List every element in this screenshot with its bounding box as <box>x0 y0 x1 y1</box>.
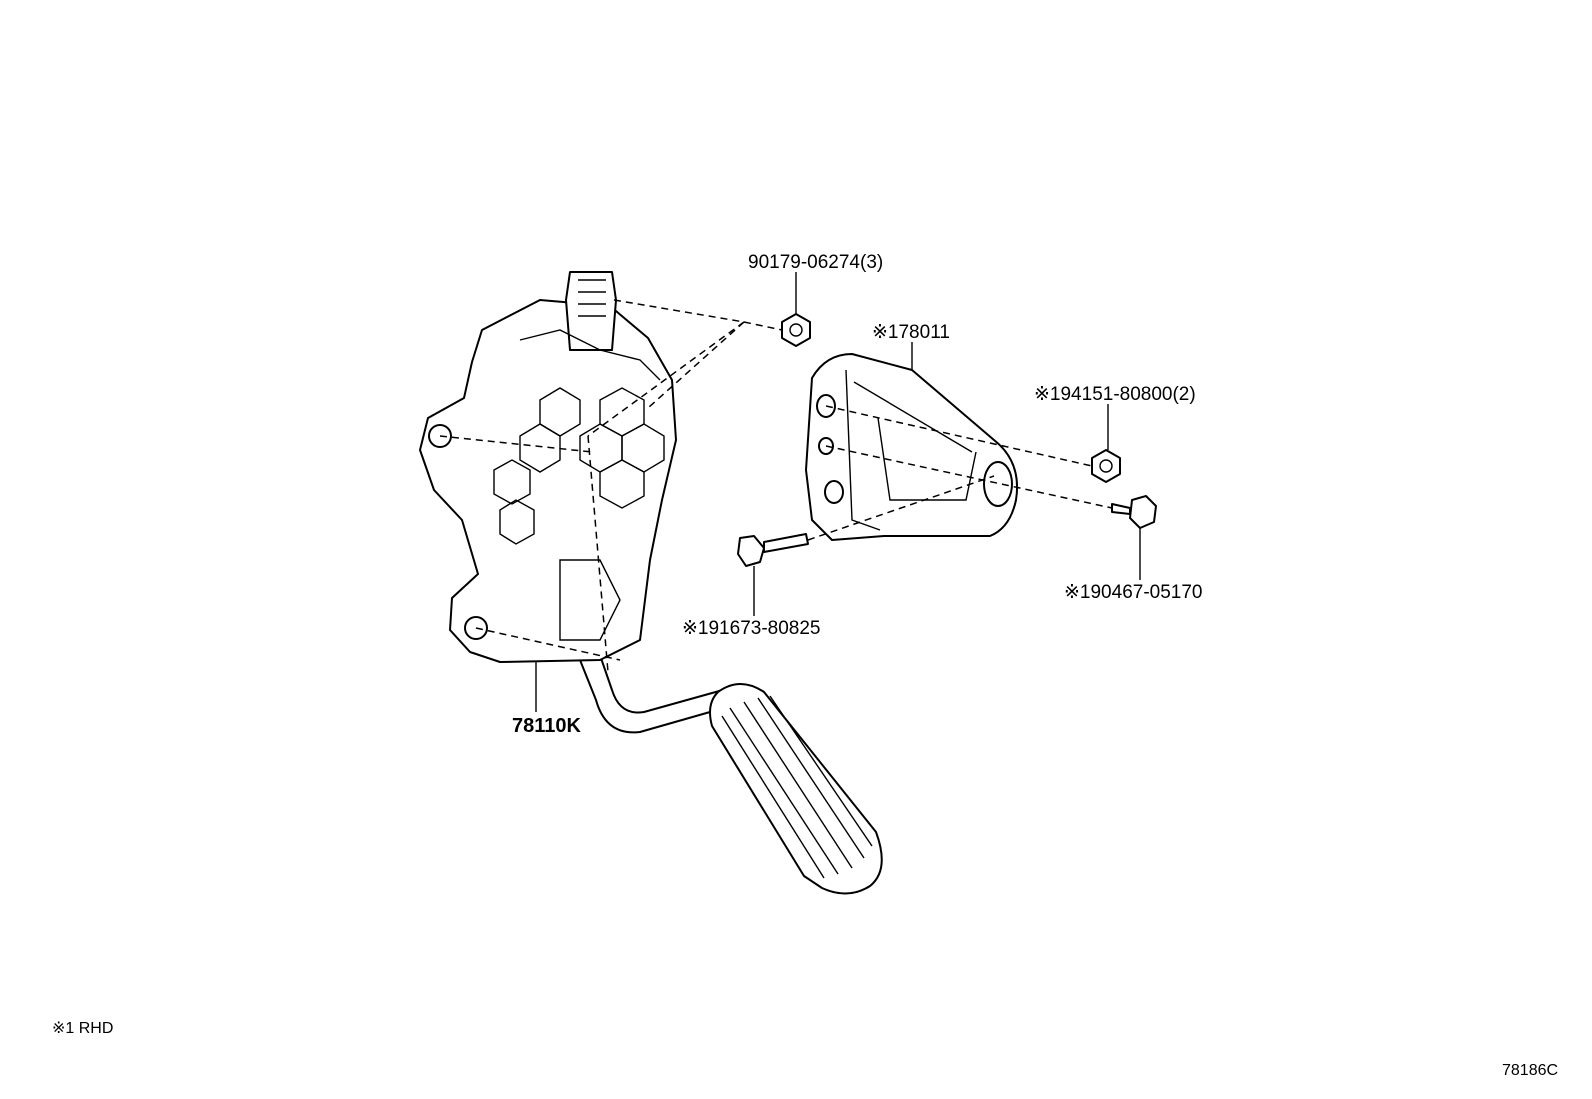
callout-bolt-left[interactable]: ※191673-80825 <box>682 618 820 639</box>
callout-nut-top[interactable]: 90179-06274(3) <box>748 252 883 273</box>
pedal-bracket[interactable] <box>805 353 1018 541</box>
callout-pedal-assy[interactable]: 78110K <box>512 715 582 737</box>
callout-bolt-right[interactable]: ※190467-05170 <box>1064 582 1202 603</box>
bolt-right[interactable] <box>1111 495 1157 529</box>
callout-bracket[interactable]: ※178011 <box>872 322 950 343</box>
nut-top[interactable] <box>781 313 811 347</box>
accelerator-pedal-assembly[interactable] <box>419 271 883 895</box>
footnote-rhd: ※1 RHD <box>52 1020 114 1037</box>
nut-right[interactable] <box>1091 449 1121 483</box>
leader-lines <box>535 272 1141 712</box>
assembly-lines <box>439 299 1113 673</box>
callout-nut-right[interactable]: ※194151-80800(2) <box>1034 384 1196 405</box>
illustration-id: 78186C <box>1502 1062 1559 1079</box>
bolt-left[interactable] <box>737 533 809 567</box>
